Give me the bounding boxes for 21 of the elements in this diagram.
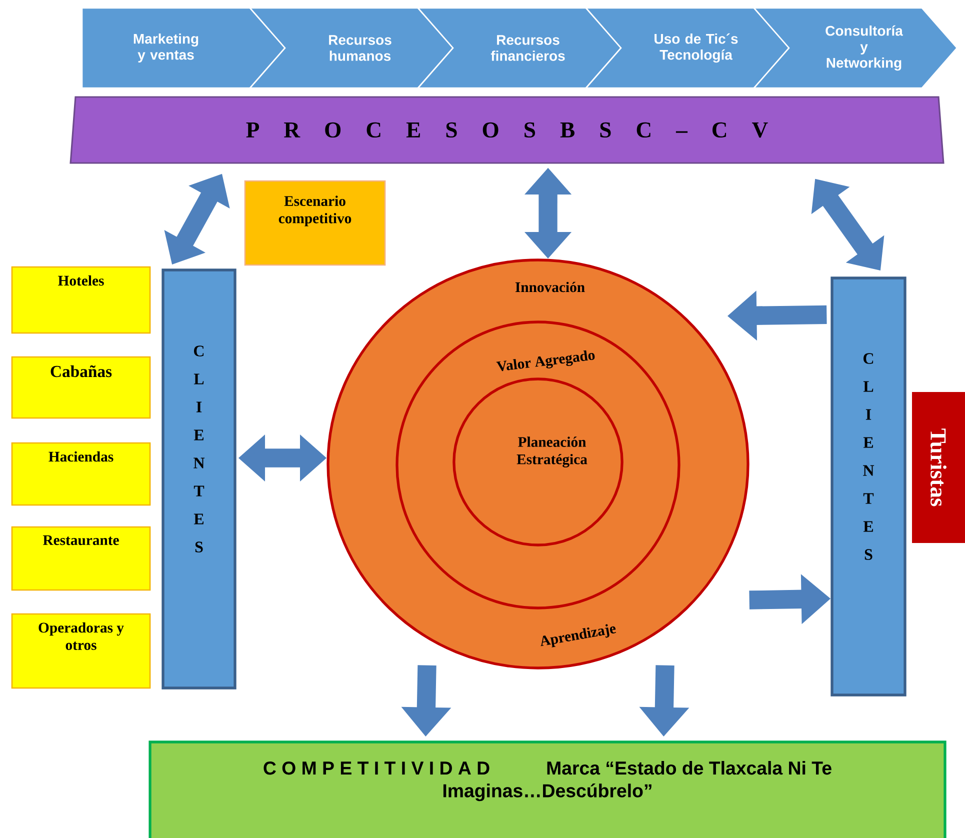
chevron-step: Consultoría y Networking [752,7,958,89]
chevron-step: Recursos financieros [416,7,622,89]
clients-bar: C L I E N T E S [830,276,906,696]
chevron-step: Recursos humanos [248,7,454,89]
ring-label: Valor Agregado [496,350,595,372]
node-label: Consultoría y Networking [826,25,903,71]
client-type-box: Operadoras y otros [11,613,151,689]
client-type-box: Cabañas [11,356,151,419]
client-type-box: Haciendas [11,442,151,506]
chevron-step: Marketing y ventas [81,7,286,89]
ring-label: Innovación [515,282,585,292]
process-band: P R O C E S O S B S C – C V [70,96,944,164]
node-label: Planeación Estratégica [516,436,588,468]
tourists-box: Turistas [912,392,965,543]
chevron-step: Uso de Tic´s Tecnología [584,7,790,89]
client-type-box: Hoteles [11,266,151,334]
ring-label: Aprendizaje [540,624,616,648]
competitiveness-box: C O M P E T I T I V I D A D Marca “Estado de Tlaxcala Ni Te Imaginas…Descúbrelo” [148,740,946,838]
client-type-box: Restaurante [11,526,151,591]
clients-bar: C L I E N T E S [162,268,236,690]
scenario-box: Escenario competitivo [244,180,386,266]
